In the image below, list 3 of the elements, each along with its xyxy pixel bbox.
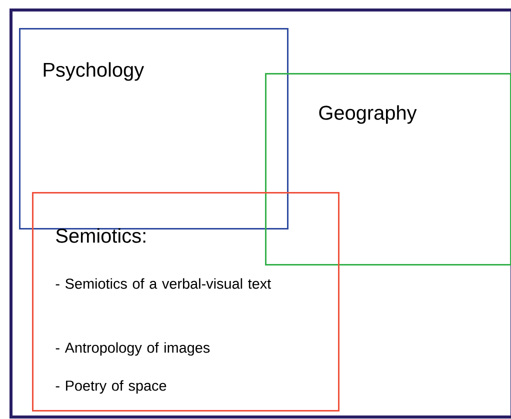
set-box: Psychology [19, 28, 288, 230]
set-box: Geography [265, 73, 511, 266]
set-box: Semiotics: - Semiotics of a verbal-visual text - Antropology of images - Poetry of space [32, 192, 340, 412]
